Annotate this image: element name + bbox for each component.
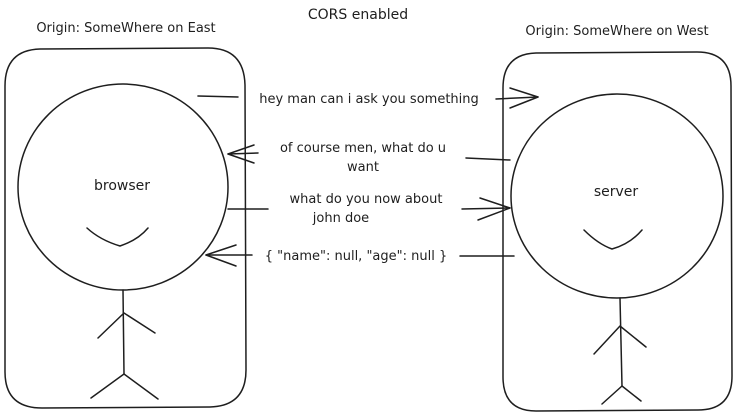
server-smile — [583, 229, 643, 250]
message-arrow: { "name": null, "age": null } — [205, 244, 515, 267]
origin-label-east: Origin: SomeWhere on East — [36, 21, 215, 36]
message-text: of course men, what do u — [280, 141, 446, 156]
message-text: want — [347, 160, 379, 175]
origin-box-west — [502, 51, 733, 412]
server-figure: server — [510, 93, 724, 405]
browser-smile — [86, 227, 149, 247]
message-text: what do you now about — [290, 192, 443, 207]
diagram-title: CORS enabled — [308, 7, 408, 23]
message-text: john doe — [312, 211, 369, 226]
server-label: server — [594, 184, 639, 200]
browser-legs — [90, 373, 159, 400]
message-arrow: of course men, what do u want — [227, 141, 511, 175]
server-legs — [601, 385, 642, 405]
origin-label-west: Origin: SomeWhere on West — [525, 24, 708, 39]
server-body — [619, 297, 623, 387]
browser-body — [122, 289, 125, 375]
origin-box-east — [4, 47, 247, 409]
message-arrow: what do you now about john doe — [227, 192, 511, 226]
browser-arms — [97, 312, 156, 339]
browser-figure: browser — [17, 83, 229, 400]
server-arms — [593, 325, 647, 355]
message-arrow: hey man can i ask you something — [197, 87, 539, 109]
message-text: { "name": null, "age": null } — [265, 249, 448, 264]
browser-label: browser — [94, 178, 150, 194]
server-head — [510, 93, 724, 299]
message-text: hey man can i ask you something — [259, 92, 479, 107]
